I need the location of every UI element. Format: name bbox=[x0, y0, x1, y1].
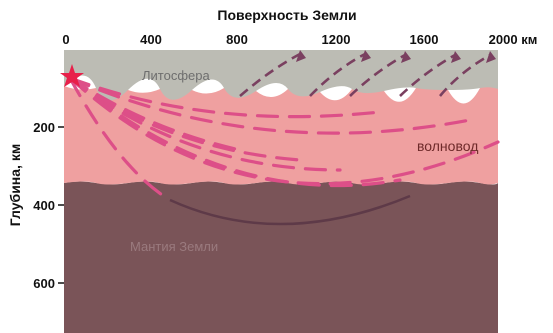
top-axis-tick: 400 bbox=[140, 32, 162, 47]
left-axis-tick: 200 bbox=[33, 120, 55, 135]
left-axis-tick: 600 bbox=[33, 276, 55, 291]
waveguide-label: волновод bbox=[417, 138, 478, 154]
top-axis-tick: 1600 bbox=[410, 32, 439, 47]
left-axis-title: Глубина, км bbox=[7, 144, 23, 226]
mantle-label: Мантия Земли bbox=[130, 239, 218, 254]
lithosphere-label: Литосфера bbox=[142, 68, 210, 83]
top-axis-title: Поверхность Земли bbox=[217, 7, 356, 23]
top-axis-tick: 2000 км bbox=[489, 32, 538, 47]
top-axis-tick: 800 bbox=[226, 32, 248, 47]
left-axis-tick: 400 bbox=[33, 198, 55, 213]
mantle-layer bbox=[64, 182, 498, 333]
top-axis-tick: 1200 bbox=[322, 32, 351, 47]
top-axis-tick: 0 bbox=[62, 32, 69, 47]
